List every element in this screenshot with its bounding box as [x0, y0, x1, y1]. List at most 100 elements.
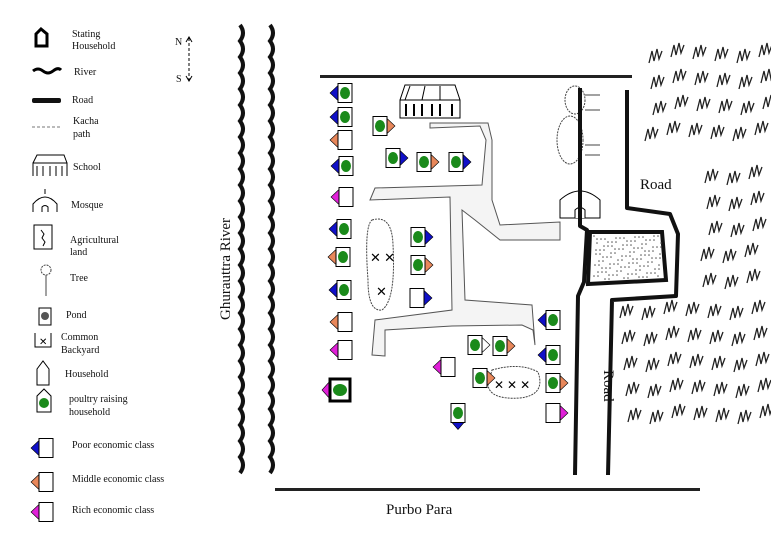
poultry-icon	[333, 384, 347, 396]
pond-dot	[656, 246, 658, 248]
household[interactable]	[372, 116, 396, 136]
household[interactable]	[328, 219, 352, 239]
pond-dot	[641, 247, 643, 249]
household[interactable]	[385, 148, 409, 168]
grass-mark	[644, 126, 659, 142]
pond-dot	[638, 276, 640, 278]
poultry-icon	[340, 111, 350, 123]
grass-mark	[728, 196, 743, 212]
household[interactable]	[537, 310, 561, 330]
household[interactable]	[329, 83, 353, 103]
house-body	[38, 472, 54, 492]
pond-dot	[620, 266, 622, 268]
grass-mark	[752, 216, 767, 232]
poultry-icon	[470, 339, 480, 351]
pond-dot	[602, 260, 604, 262]
poultry-icon	[413, 231, 423, 243]
pond-dot	[655, 257, 657, 259]
pond-dot	[621, 259, 623, 261]
pond-dot	[635, 269, 637, 271]
pond-dot	[601, 267, 603, 269]
legend-backyard-1: Common	[61, 332, 98, 343]
grass-mark	[693, 405, 708, 421]
legend-rich-house[interactable]	[30, 502, 54, 522]
legend-poor-house[interactable]	[30, 438, 54, 458]
pond-icon	[38, 307, 52, 326]
grass-mark	[708, 220, 723, 236]
poor-class-roof	[399, 149, 409, 167]
grass-mark	[625, 381, 640, 397]
pond-dot	[601, 271, 603, 273]
house-body	[337, 312, 353, 332]
pond-dot	[621, 255, 623, 257]
household[interactable]	[330, 187, 354, 207]
pond-dot	[651, 261, 653, 263]
pond-dot	[658, 268, 660, 270]
grass-mark	[623, 355, 638, 371]
household[interactable]	[448, 152, 472, 172]
pond-dot	[642, 276, 644, 278]
poor-class-roof	[537, 311, 547, 329]
pond-dot	[598, 264, 600, 266]
household[interactable]	[492, 336, 516, 356]
pond-dot	[608, 278, 610, 280]
household[interactable]	[410, 227, 434, 247]
pond-dot	[607, 241, 609, 243]
poultry-icon	[453, 407, 463, 419]
grass-mark	[730, 222, 745, 238]
pond-dot	[599, 253, 601, 255]
household[interactable]	[327, 247, 351, 267]
grass-mark	[750, 190, 765, 206]
middle-class-roof	[424, 256, 434, 274]
grass-mark	[757, 377, 771, 393]
pond-dot	[605, 271, 607, 273]
pond-dot	[652, 246, 654, 248]
household[interactable]	[329, 312, 353, 332]
household[interactable]	[329, 107, 353, 127]
grass-mark	[627, 407, 642, 423]
household[interactable]	[329, 130, 353, 150]
legend-school: School	[73, 162, 101, 173]
none-class-roof	[481, 336, 491, 354]
pond-dot	[627, 273, 629, 275]
household[interactable]	[432, 357, 456, 377]
pond-dot	[651, 257, 653, 259]
rich-class-roof	[559, 404, 569, 422]
household[interactable]	[450, 403, 466, 430]
household[interactable]	[410, 255, 434, 275]
road-icon	[32, 98, 61, 103]
grass-mark	[696, 96, 711, 112]
household[interactable]	[472, 368, 496, 388]
pond-dot	[641, 243, 643, 245]
pond-dot	[623, 237, 625, 239]
poor-class-roof	[537, 346, 547, 364]
legend-agri-2: land	[70, 247, 87, 258]
household[interactable]	[545, 373, 569, 393]
legend-backyard-2: Backyard	[61, 345, 99, 356]
house-body	[38, 438, 54, 458]
legend-poultry-2: household	[69, 407, 110, 418]
grass-mark	[702, 272, 717, 288]
grass-mark	[666, 120, 681, 136]
pond-dot	[606, 256, 608, 258]
starting-household[interactable]	[321, 377, 352, 403]
household[interactable]	[328, 280, 352, 300]
household[interactable]	[467, 335, 491, 355]
legend-mosque: Mosque	[71, 200, 104, 211]
pond-dot	[643, 265, 645, 267]
grass-mark	[724, 274, 739, 290]
legend-tree: Tree	[70, 273, 89, 284]
poor-class-icon	[30, 438, 54, 458]
household[interactable]	[409, 288, 433, 308]
pond-dot	[659, 257, 661, 259]
household[interactable]	[537, 345, 561, 365]
pond-dot	[660, 246, 662, 248]
grass-mark	[714, 46, 729, 62]
household[interactable]	[545, 403, 569, 423]
pond-dot	[636, 258, 638, 260]
household[interactable]	[329, 340, 353, 360]
grass-mark	[737, 409, 752, 425]
household[interactable]	[416, 152, 440, 172]
legend-middle-house[interactable]	[30, 472, 54, 492]
household[interactable]	[330, 156, 354, 176]
